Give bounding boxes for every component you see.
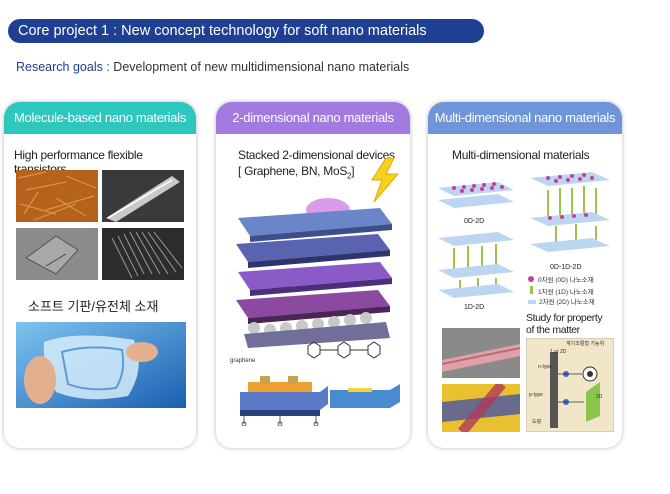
card-subtitle: Stacked 2-dimensional devices [238,148,395,162]
structure-0d-2d [438,182,514,208]
card-molecule-based: Molecule-based nano materials High perfo… [4,102,196,448]
legend-1d: 1차원 (1D) 나노소재 [528,286,595,298]
flexible-film-photo [16,322,186,408]
legend-label-2d: 2차원 (2D) 나노소재 [539,299,595,306]
research-goals-label: Research goals : [16,60,110,74]
card-title: Multi-dimensional nano materials [428,102,622,134]
legend-2d: 2차원 (2D) 나노소재 [528,298,595,308]
project-title-banner: Core project 1 : New concept technology … [8,19,484,43]
material-subscript: 2 [347,171,352,181]
label-0d-1d-2d: 0D-1D-2D [550,264,582,271]
tem-image-gray [16,228,98,280]
project-title: Core project 1 : New concept technology … [18,23,427,39]
card-subtitle: Multi-dimensional materials [452,148,590,162]
card-subtitle-materials: [ Graphene, BN, MoS2] [238,164,355,181]
nanowire-image-orange [16,170,98,222]
diagram-title: 계기조절형 가능위 [566,341,605,347]
lightning-icon [371,158,400,202]
card-2-dimensional: 2-dimensional nano materials Stacked 2-d… [216,102,410,448]
card-title: 2-dimensional nano materials [216,102,410,134]
material-list: [ Graphene, BN, MoS [238,164,348,178]
dot-icon [528,276,534,282]
material-list-end: ] [351,164,355,178]
legend-0d: 0차원 (0D) 나노소재 [528,276,595,286]
nanowire-photo-pink [442,328,520,378]
study-line-2: of the matter [526,324,580,336]
research-goals-text: Development of new multidimensional nano… [113,60,410,74]
structure-1d-2d [438,232,514,298]
diagram-label-bottom: 도핑 [532,419,542,425]
sem-image-array [102,228,184,280]
study-line-1: Study for property [526,312,603,324]
structure-0d-1d-2d [530,172,610,252]
card-title: Molecule-based nano materials [4,102,196,134]
legend-label-0d: 0차원 (0D) 나노소재 [538,277,594,284]
legend: 0차원 (0D) 나노소재 1차원 (1D) 나노소재 2차원 (2D) 나노소… [528,276,595,308]
card-caption: 소프트 기판/유전체 소재 [28,299,159,314]
card-multi-dimensional: Multi-dimensional nano materials Multi-d… [428,102,622,448]
diagram-label-2d: 2D [596,394,603,400]
research-goals: Research goals : Development of new mult… [16,60,409,74]
diagram-label-1or2d: 1 or 2D [550,349,567,355]
sheet-icon [528,300,536,304]
legend-label-1d: 1차원 (1D) 나노소재 [538,289,594,296]
chemical-structure [307,341,381,359]
label-0d-2d: 0D-2D [464,218,485,225]
diagram-label-ntype: n-type [538,364,552,370]
property-diagram [526,338,614,432]
graphene-label: graphene [230,358,256,364]
diagram-label-ptype: p-type [529,392,543,398]
stacked-layers-diagram [236,198,392,348]
label-1d-2d: 1D-2D [464,304,485,311]
rod-icon [530,286,533,294]
nanowire-photo-yellow [442,384,520,432]
study-caption: Study for property of the matter [526,312,603,336]
device-schematic [240,376,400,426]
sem-image-single-wire [102,170,184,222]
